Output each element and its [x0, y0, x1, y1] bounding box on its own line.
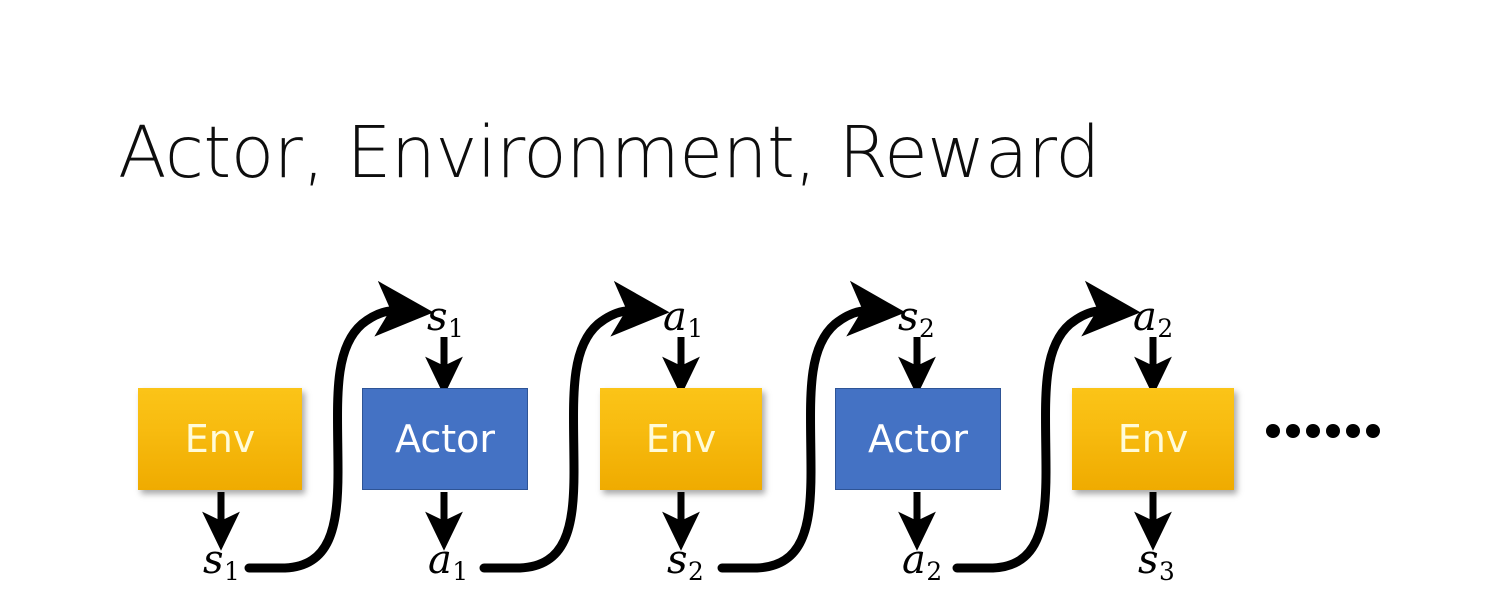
state-label-s2-bottom: s2	[667, 537, 704, 586]
ellipsis-dot	[1346, 424, 1360, 438]
action-label-a2-bottom: a2	[902, 537, 943, 586]
node-label: Env	[1117, 417, 1189, 461]
page-title: Actor, Environment, Reward	[118, 111, 1100, 194]
action-label-a1-top: a1	[663, 294, 704, 343]
node-actor-1[interactable]: Actor	[362, 388, 528, 490]
state-label-s3-bottom: s3	[1138, 537, 1175, 586]
ellipsis-dot	[1286, 424, 1300, 438]
state-label-s1-top: s1	[427, 294, 464, 343]
node-label: Actor	[395, 417, 495, 461]
node-env-2[interactable]: Env	[600, 388, 762, 490]
node-env-1[interactable]: Env	[138, 388, 302, 490]
vertical-arrows-out-of-boxes	[202, 492, 1172, 551]
ellipsis-dot	[1326, 424, 1340, 438]
node-label: Env	[645, 417, 717, 461]
action-label-a2-top: a2	[1133, 294, 1174, 343]
ellipsis-dot	[1366, 424, 1380, 438]
vertical-arrows-into-boxes	[425, 337, 1172, 396]
ellipsis-dot	[1306, 424, 1320, 438]
node-label: Env	[184, 417, 256, 461]
node-label: Actor	[868, 417, 968, 461]
node-actor-2[interactable]: Actor	[835, 388, 1001, 490]
action-label-a1-bottom: a1	[428, 537, 469, 586]
state-label-s2-top: s2	[898, 294, 935, 343]
node-env-3[interactable]: Env	[1072, 388, 1234, 490]
ellipsis-dot	[1266, 424, 1280, 438]
ellipsis-continuation	[1266, 424, 1380, 438]
state-label-s1-bottom: s1	[203, 537, 240, 586]
